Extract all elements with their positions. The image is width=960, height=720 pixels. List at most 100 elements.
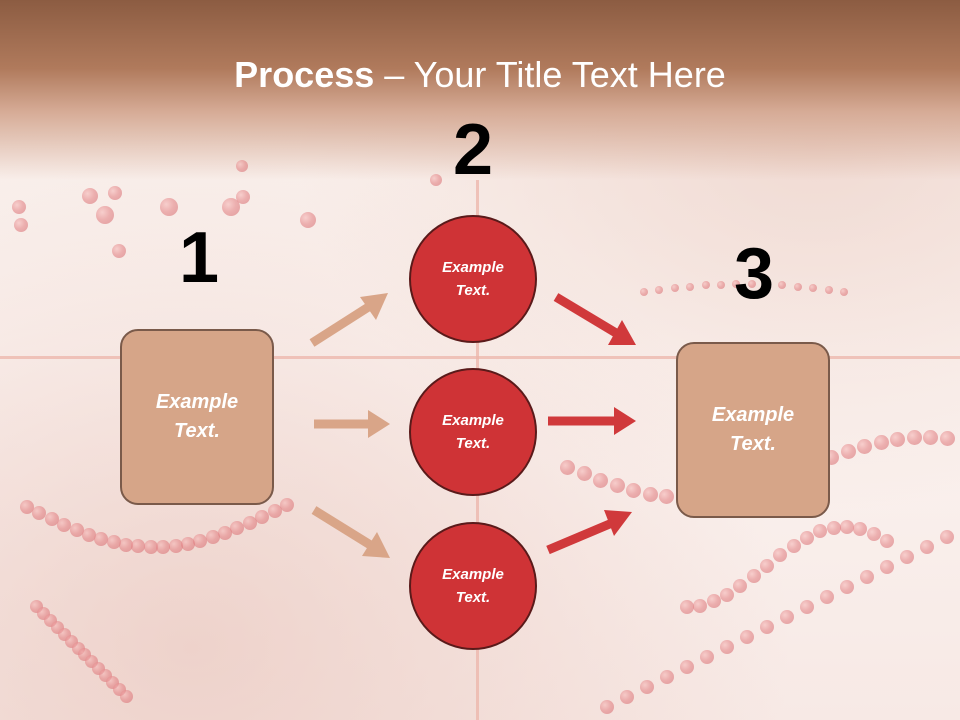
background-bead bbox=[840, 444, 856, 460]
title-bold: Process bbox=[234, 54, 375, 95]
background-bead bbox=[640, 288, 648, 296]
background-bead bbox=[620, 690, 634, 704]
background-bead bbox=[81, 527, 96, 542]
background-bead bbox=[280, 497, 294, 512]
step-2-circle-2: Example Text. bbox=[409, 368, 537, 496]
background-bead bbox=[112, 244, 126, 258]
background-bead bbox=[840, 520, 854, 535]
background-bead bbox=[660, 670, 674, 684]
slide-title: Process – Your Title Text Here bbox=[0, 52, 960, 98]
background-bead bbox=[659, 488, 675, 504]
background-bead bbox=[20, 500, 34, 514]
background-bead bbox=[747, 280, 756, 289]
background-bead bbox=[218, 525, 233, 540]
arrow-2-to-3-bottom bbox=[546, 510, 632, 555]
background-bead bbox=[168, 538, 183, 553]
background-bead bbox=[69, 522, 84, 537]
background-bead bbox=[820, 590, 834, 604]
background-bead bbox=[242, 515, 257, 530]
background-bead bbox=[773, 548, 788, 563]
background-bead bbox=[593, 472, 609, 488]
arrow-1-to-2-top bbox=[309, 293, 388, 347]
title-rest: – Your Title Text Here bbox=[374, 54, 726, 95]
background-bead bbox=[57, 517, 72, 532]
background-bead bbox=[160, 198, 178, 216]
background-bead bbox=[840, 580, 854, 594]
background-bead bbox=[12, 200, 26, 214]
arrow-1-to-2-middle bbox=[314, 410, 390, 438]
background-bead bbox=[300, 212, 316, 228]
background-bead bbox=[106, 535, 121, 550]
background-bead bbox=[780, 610, 794, 624]
background-bead bbox=[873, 434, 889, 450]
background-bead bbox=[860, 570, 874, 584]
background-bead bbox=[156, 539, 171, 554]
background-bead bbox=[626, 482, 642, 498]
background-bead bbox=[96, 206, 114, 224]
background-bead bbox=[267, 503, 282, 518]
background-bead bbox=[923, 430, 939, 446]
background-bead bbox=[255, 509, 270, 524]
background-bead bbox=[920, 540, 934, 554]
background-bead bbox=[600, 700, 614, 714]
background-bead bbox=[94, 531, 109, 546]
background-bead bbox=[693, 598, 708, 613]
background-bead bbox=[793, 282, 802, 291]
background-bead bbox=[840, 287, 848, 296]
background-bead bbox=[701, 281, 710, 290]
background-bead bbox=[700, 650, 714, 664]
background-bead bbox=[716, 280, 725, 289]
background-bead bbox=[778, 281, 787, 290]
background-divider-horizontal bbox=[0, 356, 960, 359]
background-bead bbox=[824, 285, 833, 294]
background-bead bbox=[236, 160, 248, 172]
background-bead bbox=[732, 280, 741, 289]
background-bead bbox=[680, 660, 694, 674]
background-bead bbox=[890, 431, 906, 447]
background-bead bbox=[866, 526, 881, 541]
background-bead bbox=[826, 520, 841, 535]
step-2-circle-3: Example Text. bbox=[409, 522, 537, 650]
arrow-1-to-2-bottom bbox=[311, 506, 390, 558]
arrow-2-to-3-top bbox=[553, 293, 636, 345]
background-bead bbox=[720, 640, 734, 654]
background-bead bbox=[193, 533, 208, 548]
step-2-circle-2-text: Example Text. bbox=[442, 412, 504, 452]
background-bead bbox=[655, 286, 664, 295]
step-1-box: Example Text. bbox=[120, 329, 274, 505]
step-2-circle-3-text: Example Text. bbox=[442, 566, 504, 606]
step-number-3: 3 bbox=[733, 234, 775, 314]
background-bead bbox=[14, 218, 28, 232]
background-bead bbox=[576, 466, 592, 482]
background-bead bbox=[809, 284, 818, 293]
background-bead bbox=[740, 630, 754, 644]
background-bead bbox=[222, 198, 240, 216]
background-bead bbox=[800, 600, 814, 614]
background-bead bbox=[230, 520, 245, 535]
background-bead bbox=[180, 536, 195, 551]
background-bead bbox=[120, 690, 133, 703]
background-bead bbox=[813, 524, 828, 539]
background-bead bbox=[640, 680, 654, 694]
background-bead bbox=[143, 539, 158, 554]
background-bead bbox=[706, 594, 721, 609]
background-bead bbox=[560, 460, 575, 475]
background-bead bbox=[940, 530, 954, 544]
background-bead bbox=[609, 478, 625, 494]
background-bead bbox=[686, 282, 695, 291]
step-3-text: Example Text. bbox=[711, 404, 795, 455]
background-bead bbox=[760, 558, 774, 573]
background-bead bbox=[763, 280, 772, 289]
background-bead bbox=[720, 587, 734, 602]
step-number-1: 1 bbox=[178, 218, 220, 298]
background-bead bbox=[853, 522, 868, 537]
background-bead bbox=[32, 506, 47, 521]
background-bead bbox=[760, 620, 774, 634]
background-bead bbox=[108, 186, 122, 200]
background-bead bbox=[430, 174, 442, 186]
step-number-2: 2 bbox=[452, 110, 494, 190]
background-bead bbox=[906, 430, 922, 446]
background-bead bbox=[119, 537, 134, 552]
background-bead bbox=[205, 530, 220, 545]
